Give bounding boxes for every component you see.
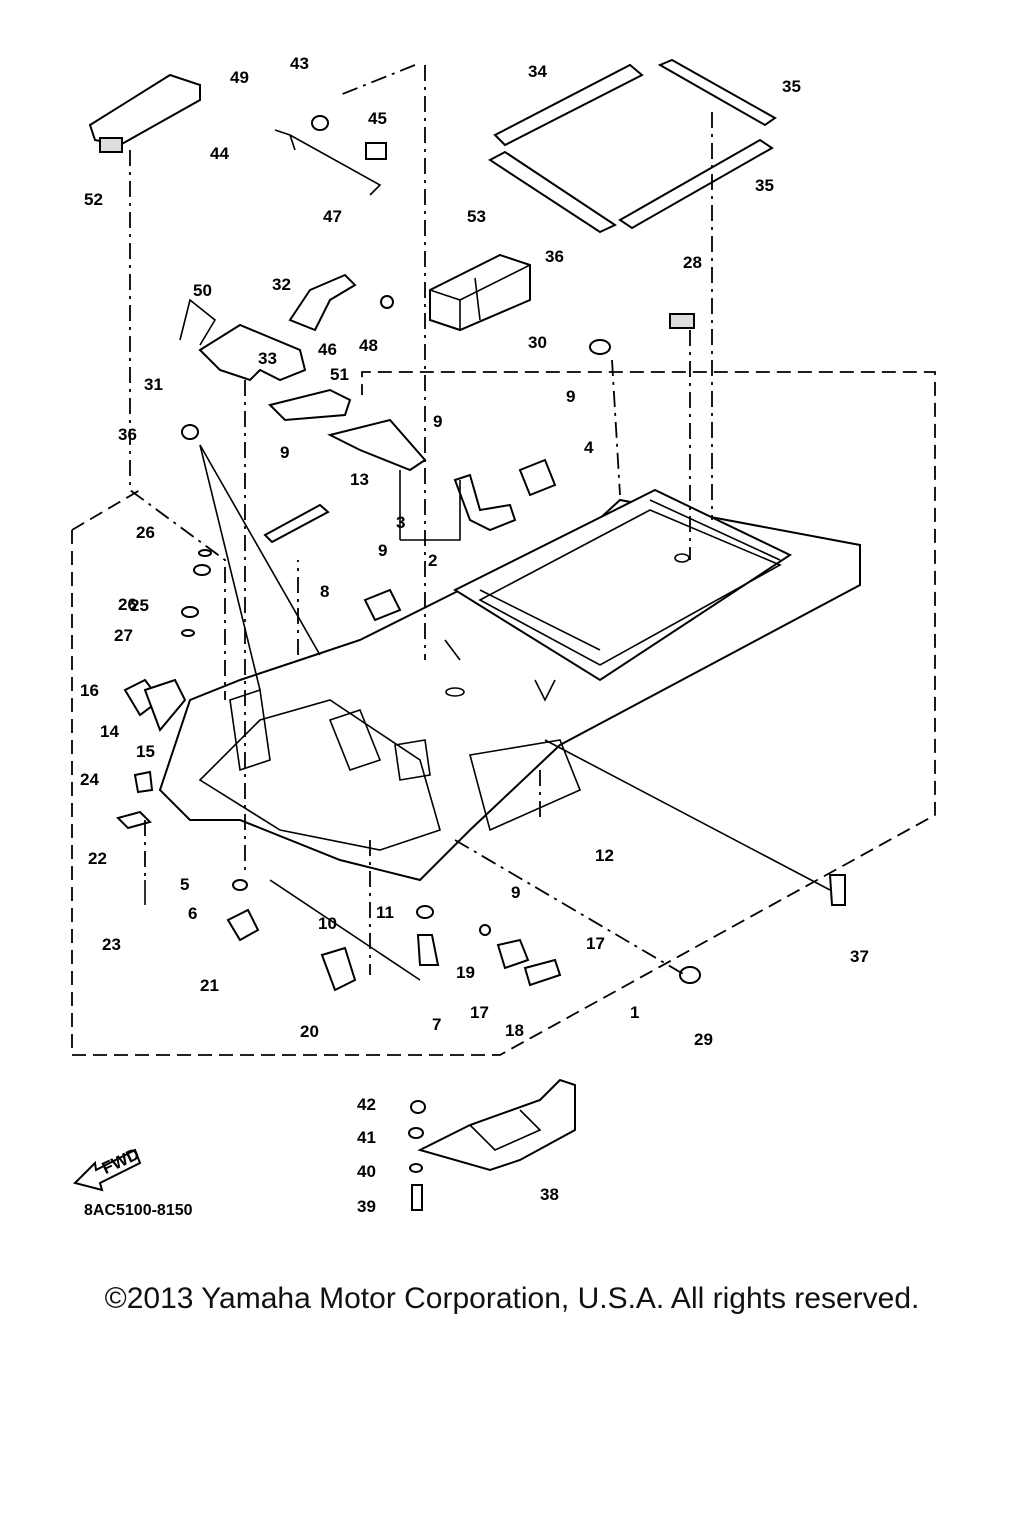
callout-28: 28 [683, 253, 702, 272]
callout-17: 17 [470, 1003, 489, 1022]
callout-52: 52 [84, 190, 103, 209]
callout-9: 9 [511, 883, 520, 902]
callout-43: 43 [290, 54, 309, 73]
part-45-rod [274, 129, 382, 196]
bottom-small-parts [181, 115, 846, 992]
part-8-bracket [363, 588, 402, 622]
callout-29: 29 [694, 1030, 713, 1049]
callout-36: 36 [545, 247, 564, 266]
exploded-parts-diagram: FWD 123456789999910111213141516171718192… [71, 54, 936, 1216]
callout-1: 1 [630, 1003, 639, 1022]
callout-numbers: 1234567899999101112131415161717181920212… [80, 54, 869, 1216]
seat-cushion-strips [488, 58, 777, 234]
callout-46: 46 [318, 340, 337, 359]
callout-39: 39 [357, 1197, 376, 1216]
callout-37: 37 [850, 947, 869, 966]
part-2-bracket [453, 473, 517, 532]
part-52-pad [268, 388, 352, 422]
callout-34: 34 [528, 62, 547, 81]
callout-23: 23 [102, 935, 121, 954]
callout-18: 18 [505, 1021, 524, 1040]
callout-41: 41 [357, 1128, 376, 1147]
copyright-notice: ©2013 Yamaha Motor Corporation, U.S.A. A… [104, 1282, 920, 1315]
part-4-clip [518, 458, 557, 497]
callout-51: 51 [330, 365, 349, 384]
callout-9: 9 [433, 412, 442, 431]
callout-8: 8 [320, 582, 329, 601]
leader-lines [129, 64, 713, 976]
callout-3: 3 [396, 513, 405, 532]
drawing-code: 8AC5100-8150 [84, 1202, 193, 1219]
callout-10: 10 [318, 914, 337, 933]
callout-48: 48 [359, 336, 378, 355]
callout-50: 50 [193, 281, 212, 300]
part-51-rod [179, 298, 217, 346]
callout-25: 25 [130, 596, 149, 615]
hull-body [158, 488, 861, 882]
callout-33: 33 [258, 349, 277, 368]
callout-9: 9 [378, 541, 387, 560]
callout-24: 24 [80, 770, 99, 789]
callout-38: 38 [540, 1185, 559, 1204]
callout-47: 47 [323, 207, 342, 226]
callout-35: 35 [782, 77, 801, 96]
callout-53: 53 [467, 207, 486, 226]
callout-22: 22 [88, 849, 107, 868]
callout-19: 19 [456, 963, 475, 982]
callout-15: 15 [136, 742, 155, 761]
callout-30: 30 [528, 333, 547, 352]
callout-4: 4 [584, 438, 594, 457]
callout-27: 27 [114, 626, 133, 645]
fwd-arrow-icon: FWD [73, 1144, 142, 1192]
assembly-boundary [71, 371, 936, 1056]
callout-42: 42 [357, 1095, 376, 1114]
callout-12: 12 [595, 846, 614, 865]
callout-31: 31 [144, 375, 163, 394]
callout-9: 9 [566, 387, 575, 406]
callout-49: 49 [230, 68, 249, 87]
callout-leaders [199, 444, 831, 981]
callout-35: 35 [755, 176, 774, 195]
left-small-parts [116, 549, 260, 942]
part-47-bracket [288, 273, 357, 332]
callout-13: 13 [350, 470, 369, 489]
callout-26: 26 [136, 523, 155, 542]
part-32-plate [198, 323, 307, 382]
callout-45: 45 [368, 109, 387, 128]
callout-21: 21 [200, 976, 219, 995]
part-3-bracket [327, 418, 427, 472]
callout-11: 11 [376, 903, 394, 922]
part-50-bracket [88, 73, 201, 153]
callout-7: 7 [432, 1015, 441, 1034]
callout-17: 17 [586, 934, 605, 953]
callout-36: 36 [118, 425, 137, 444]
callout-20: 20 [300, 1022, 319, 1041]
part-14-strip [263, 503, 330, 544]
callout-5: 5 [180, 875, 189, 894]
part-54-box [429, 253, 531, 332]
callout-6: 6 [188, 904, 197, 923]
part-39-assembly [408, 1078, 576, 1211]
callout-14: 14 [100, 722, 119, 741]
callout-44: 44 [210, 144, 229, 163]
callout-40: 40 [357, 1162, 376, 1181]
callout-2: 2 [428, 551, 437, 570]
callout-16: 16 [80, 681, 99, 700]
callout-26: 26 [118, 595, 137, 614]
callout-32: 32 [272, 275, 291, 294]
callout-9: 9 [280, 443, 289, 462]
